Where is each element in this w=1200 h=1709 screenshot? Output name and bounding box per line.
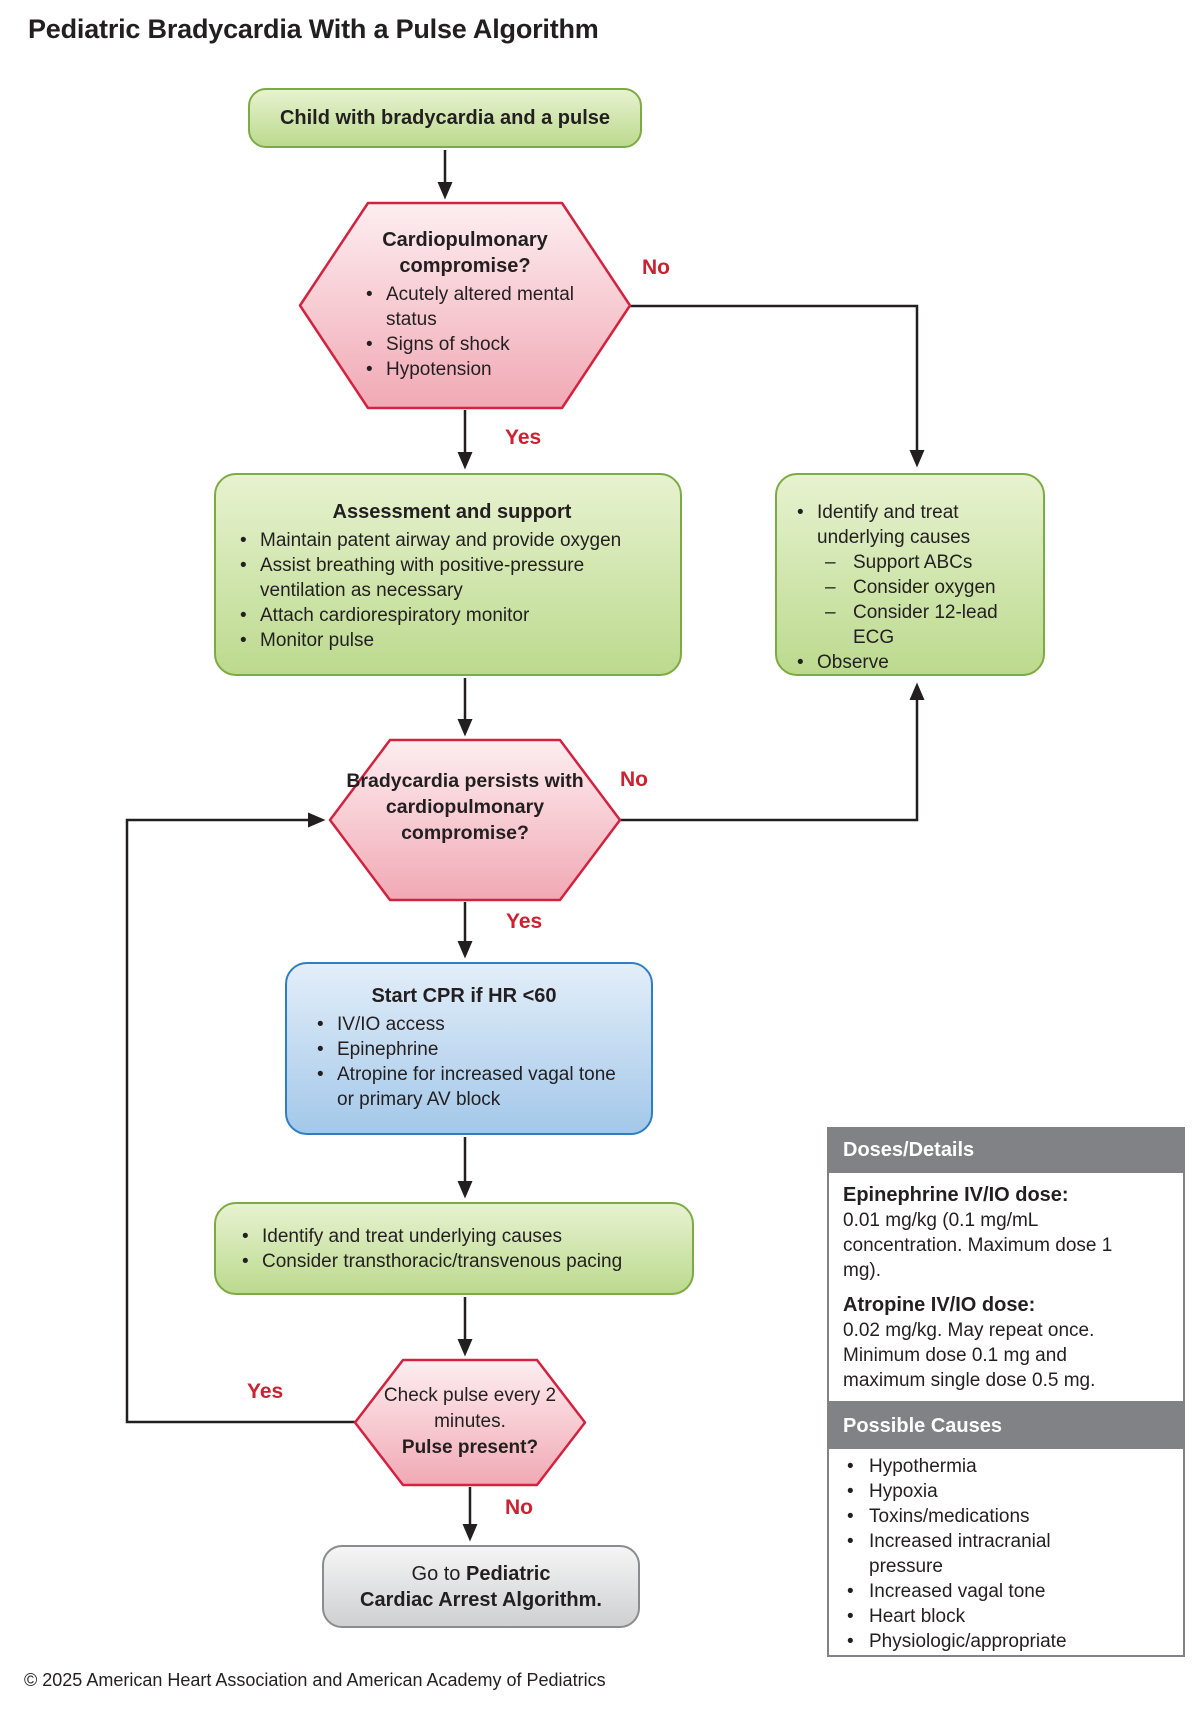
no-label-compromise: No	[642, 256, 670, 279]
list-item: Hypotension	[360, 357, 585, 382]
list-item: Epinephrine	[311, 1037, 617, 1062]
list-item: Consider transthoracic/transvenous pacin…	[236, 1249, 684, 1274]
possible-causes-body: Hypothermia Hypoxia Toxins/medications I…	[827, 1449, 1185, 1657]
dose-text: 0.01 mg/kg (0.1 mg/mL concentration. Max…	[843, 1210, 1113, 1281]
arrest-line-1: Go to Pediatric	[412, 1561, 551, 1587]
list-item: IV/IO access	[311, 1012, 617, 1037]
list-item: Assist breathing with positive-pressure …	[234, 553, 670, 603]
compromise-hexagon-content: Cardiopulmonary compromise? Acutely alte…	[330, 227, 600, 382]
arrest-node: Go to Pediatric Cardiac Arrest Algorithm…	[322, 1545, 640, 1628]
observe-node: Identify and treat underlying causes Sup…	[775, 473, 1045, 676]
doses-header: Doses/Details	[827, 1127, 1185, 1173]
list-item: Atropine for increased vagal tone or pri…	[311, 1062, 617, 1112]
assessment-title: Assessment and support	[332, 501, 572, 523]
assessment-bullet-list: Maintain patent airway and provide oxyge…	[234, 528, 670, 653]
list-item: Monitor pulse	[234, 628, 670, 653]
dose-heading: Atropine IV/IO dose:	[843, 1294, 1036, 1316]
identify-bullet-list: Identify and treat underlying causes Con…	[236, 1224, 684, 1274]
arrest-prefix: Go to	[411, 1562, 466, 1585]
pulse-present-line: Pulse present?	[401, 1437, 539, 1458]
doses-details-panel: Doses/Details Epinephrine IV/IO dose: 0.…	[827, 1127, 1185, 1657]
list-item: Identify and treat underlying causes	[236, 1224, 684, 1249]
dose-item-atropine: Atropine IV/IO dose: 0.02 mg/kg. May rep…	[843, 1293, 1147, 1393]
arrest-bold-2: Cardiac Arrest Algorithm.	[360, 1588, 602, 1611]
possible-causes-header: Possible Causes	[827, 1403, 1185, 1449]
persists-hexagon-content: Bradycardia persists with cardiopulmonar…	[346, 770, 584, 844]
persists-hexagon	[328, 738, 622, 902]
cpr-title: Start CPR if HR <60	[371, 985, 557, 1007]
arrest-bold-1: Pediatric	[466, 1562, 551, 1585]
check-pulse-hexagon	[353, 1358, 587, 1487]
doses-body: Epinephrine IV/IO dose: 0.01 mg/kg (0.1 …	[827, 1173, 1185, 1403]
yes-label-checkpulse: Yes	[247, 1380, 284, 1403]
dose-text: 0.02 mg/kg. May repeat once. Minimum dos…	[843, 1320, 1096, 1391]
causes-list: Hypothermia Hypoxia Toxins/medications I…	[835, 1454, 1127, 1654]
cause-item: Heart block	[835, 1604, 1127, 1629]
identify-pacing-node: Identify and treat underlying causes Con…	[214, 1202, 694, 1295]
list-item: Observe	[791, 650, 1039, 675]
list-item: Maintain patent airway and provide oxyge…	[234, 528, 670, 553]
cpr-node: Start CPR if HR <60 IV/IO access Epineph…	[285, 962, 653, 1135]
check-pulse-hexagon-content: Check pulse every 2 minutes. Pulse prese…	[365, 1383, 575, 1461]
list-item: Support ABCs	[791, 550, 1039, 575]
compromise-bullet-list: Acutely altered mental status Signs of s…	[360, 282, 585, 382]
arrow-no-to-observe-bottom	[620, 682, 925, 822]
dose-heading: Epinephrine IV/IO dose:	[843, 1184, 1069, 1206]
check-pulse-line: Check pulse every 2 minutes.	[383, 1385, 557, 1432]
list-item: Acutely altered mental status	[360, 282, 585, 332]
yes-label-compromise: Yes	[505, 426, 542, 449]
compromise-title: Cardiopulmonary compromise?	[382, 229, 548, 277]
cause-item: Hypoxia	[835, 1479, 1127, 1504]
list-item: Consider oxygen	[791, 575, 1039, 600]
cause-item: Hypothermia	[835, 1454, 1127, 1479]
arrow-no-to-observe	[630, 304, 925, 468]
list-item: Attach cardiorespiratory monitor	[234, 603, 670, 628]
arrow-yes-loop-to-persists	[125, 812, 355, 1424]
cause-item: Physiologic/appropriate	[835, 1629, 1127, 1654]
dose-item-epinephrine: Epinephrine IV/IO dose: 0.01 mg/kg (0.1 …	[843, 1183, 1147, 1283]
cause-item: Toxins/medications	[835, 1504, 1127, 1529]
no-label-checkpulse: No	[505, 1496, 533, 1519]
observe-bullet-list: Identify and treat underlying causes Sup…	[791, 500, 1039, 675]
assessment-node: Assessment and support Maintain patent a…	[214, 473, 682, 676]
start-node: Child with bradycardia and a pulse	[248, 88, 642, 148]
list-item: Consider 12-lead ECG	[791, 600, 1039, 650]
page-title: Pediatric Bradycardia With a Pulse Algor…	[28, 14, 599, 44]
start-node-label: Child with bradycardia and a pulse	[279, 106, 611, 129]
cause-item: Increased intracranial pressure	[835, 1529, 1127, 1579]
list-item: Signs of shock	[360, 332, 585, 357]
list-item: Identify and treat underlying causes	[791, 500, 1039, 550]
yes-label-persists: Yes	[506, 910, 543, 933]
cause-item: Increased vagal tone	[835, 1579, 1127, 1604]
footer-copyright: © 2025 American Heart Association and Am…	[24, 1670, 606, 1690]
cpr-bullet-list: IV/IO access Epinephrine Atropine for in…	[311, 1012, 617, 1112]
no-label-persists: No	[620, 768, 648, 791]
